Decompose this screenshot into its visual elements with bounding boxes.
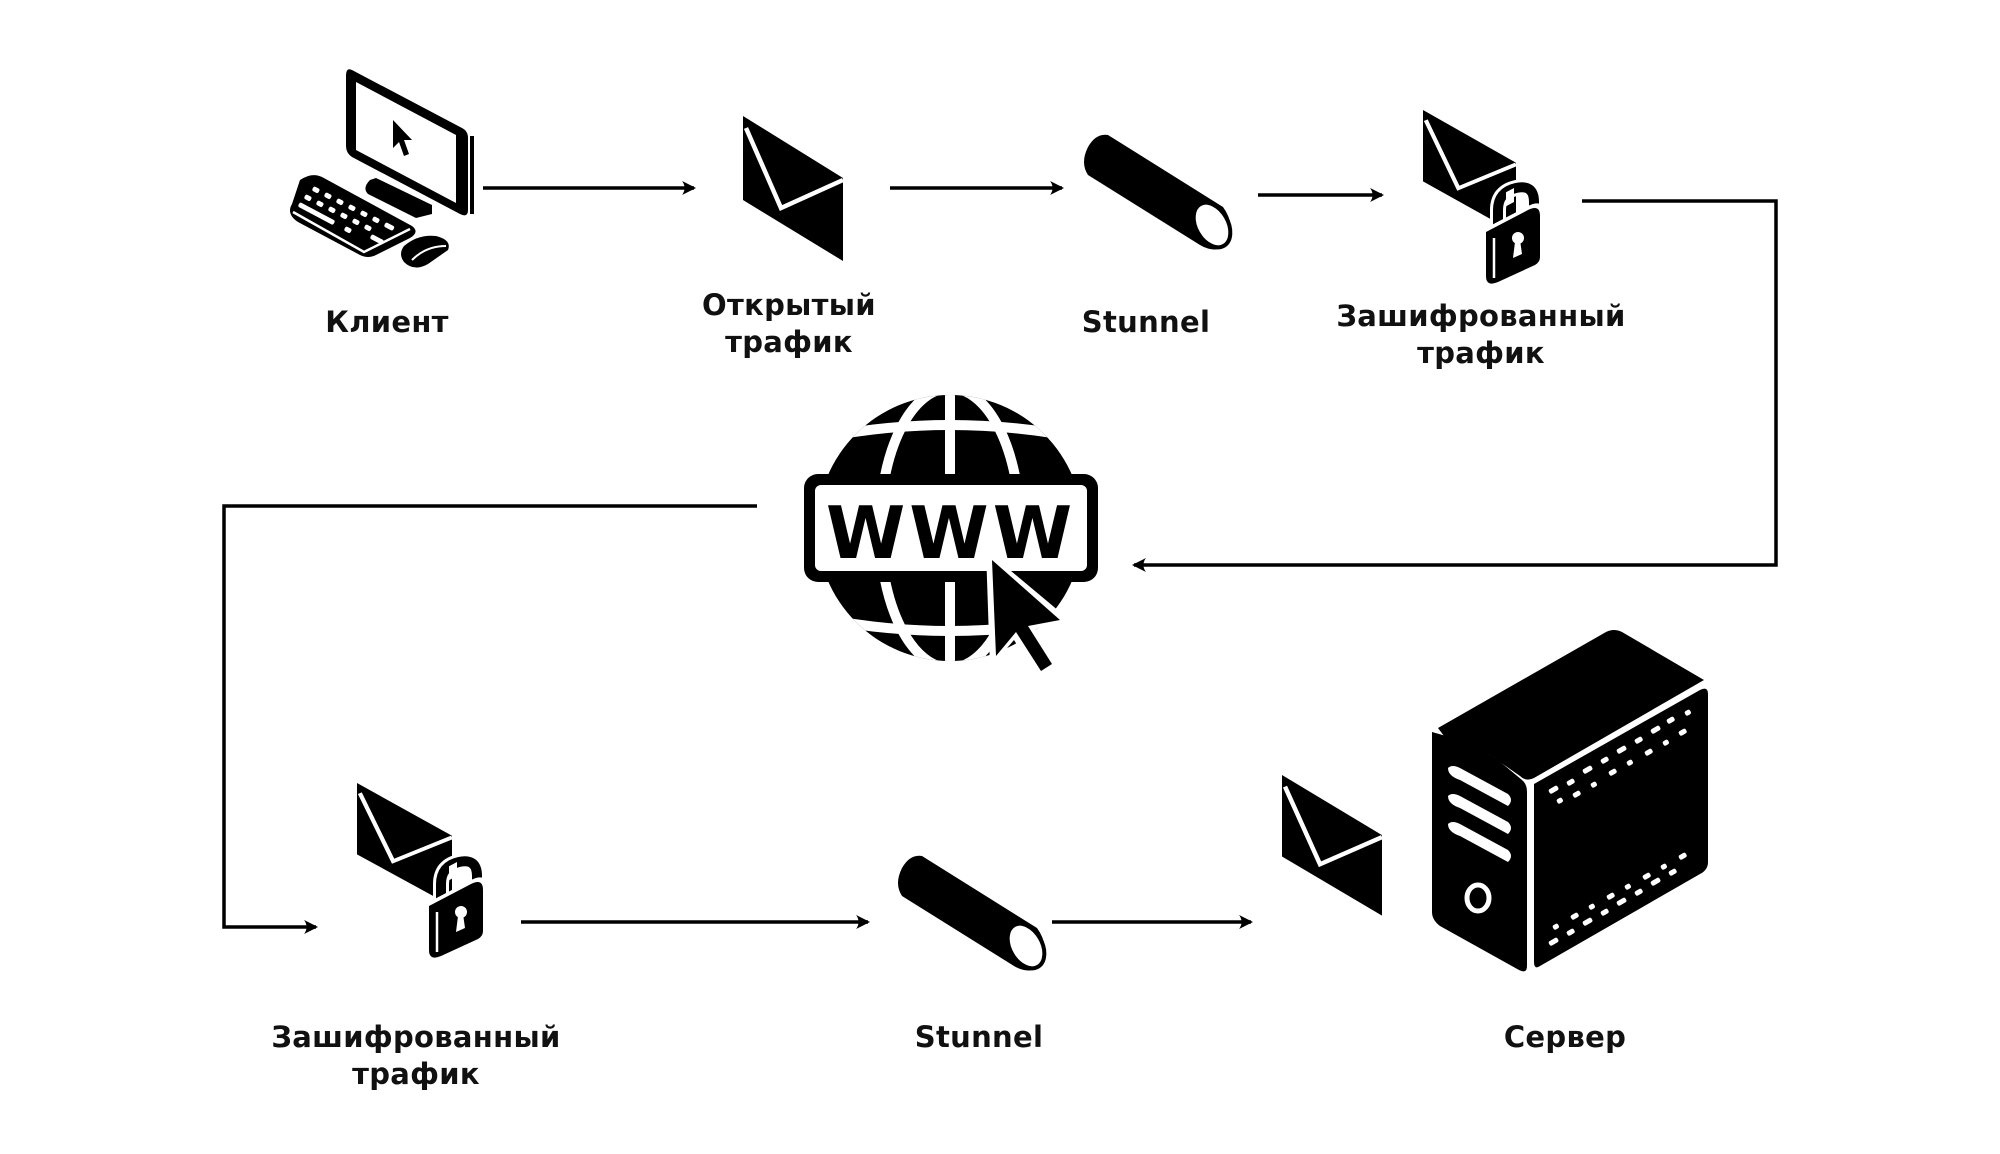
label-encrypted-bottom-line2: трафик bbox=[352, 1057, 480, 1091]
padlock-icon bbox=[1482, 187, 1544, 288]
padlock-icon bbox=[425, 861, 487, 962]
envelope-icon bbox=[1282, 775, 1382, 916]
tunnel-pipe-icon bbox=[896, 853, 1054, 977]
label-stunnel-top: Stunnel bbox=[1082, 305, 1210, 339]
label-open-traffic-line1: Открытый bbox=[702, 288, 876, 322]
desktop-computer-icon bbox=[290, 67, 474, 268]
connectors bbox=[222, 181, 1778, 934]
arrow-encrypted-to-internet bbox=[1131, 199, 1778, 572]
label-stunnel-bottom: Stunnel bbox=[915, 1020, 1043, 1054]
label-server: Сервер bbox=[1504, 1020, 1626, 1054]
label-encrypted-top-line2: трафик bbox=[1417, 336, 1545, 370]
label-encrypted-bottom-line1: Зашифрованный bbox=[271, 1020, 560, 1054]
locked-envelope-icon bbox=[1423, 110, 1544, 288]
tunnel-pipe-icon bbox=[1082, 132, 1240, 256]
arrow-internet-to-encrypted bbox=[222, 504, 757, 934]
label-encrypted-top-line1: Зашифрованный bbox=[1336, 299, 1625, 333]
locked-envelope-icon bbox=[357, 783, 487, 962]
label-client: Клиент bbox=[325, 305, 449, 339]
server-tower-icon bbox=[1432, 630, 1708, 972]
label-open-traffic-line2: трафик bbox=[725, 325, 853, 359]
envelope-icon bbox=[743, 116, 843, 261]
www-text: WWW bbox=[826, 491, 1076, 575]
www-globe-icon: WWW bbox=[804, 395, 1098, 678]
